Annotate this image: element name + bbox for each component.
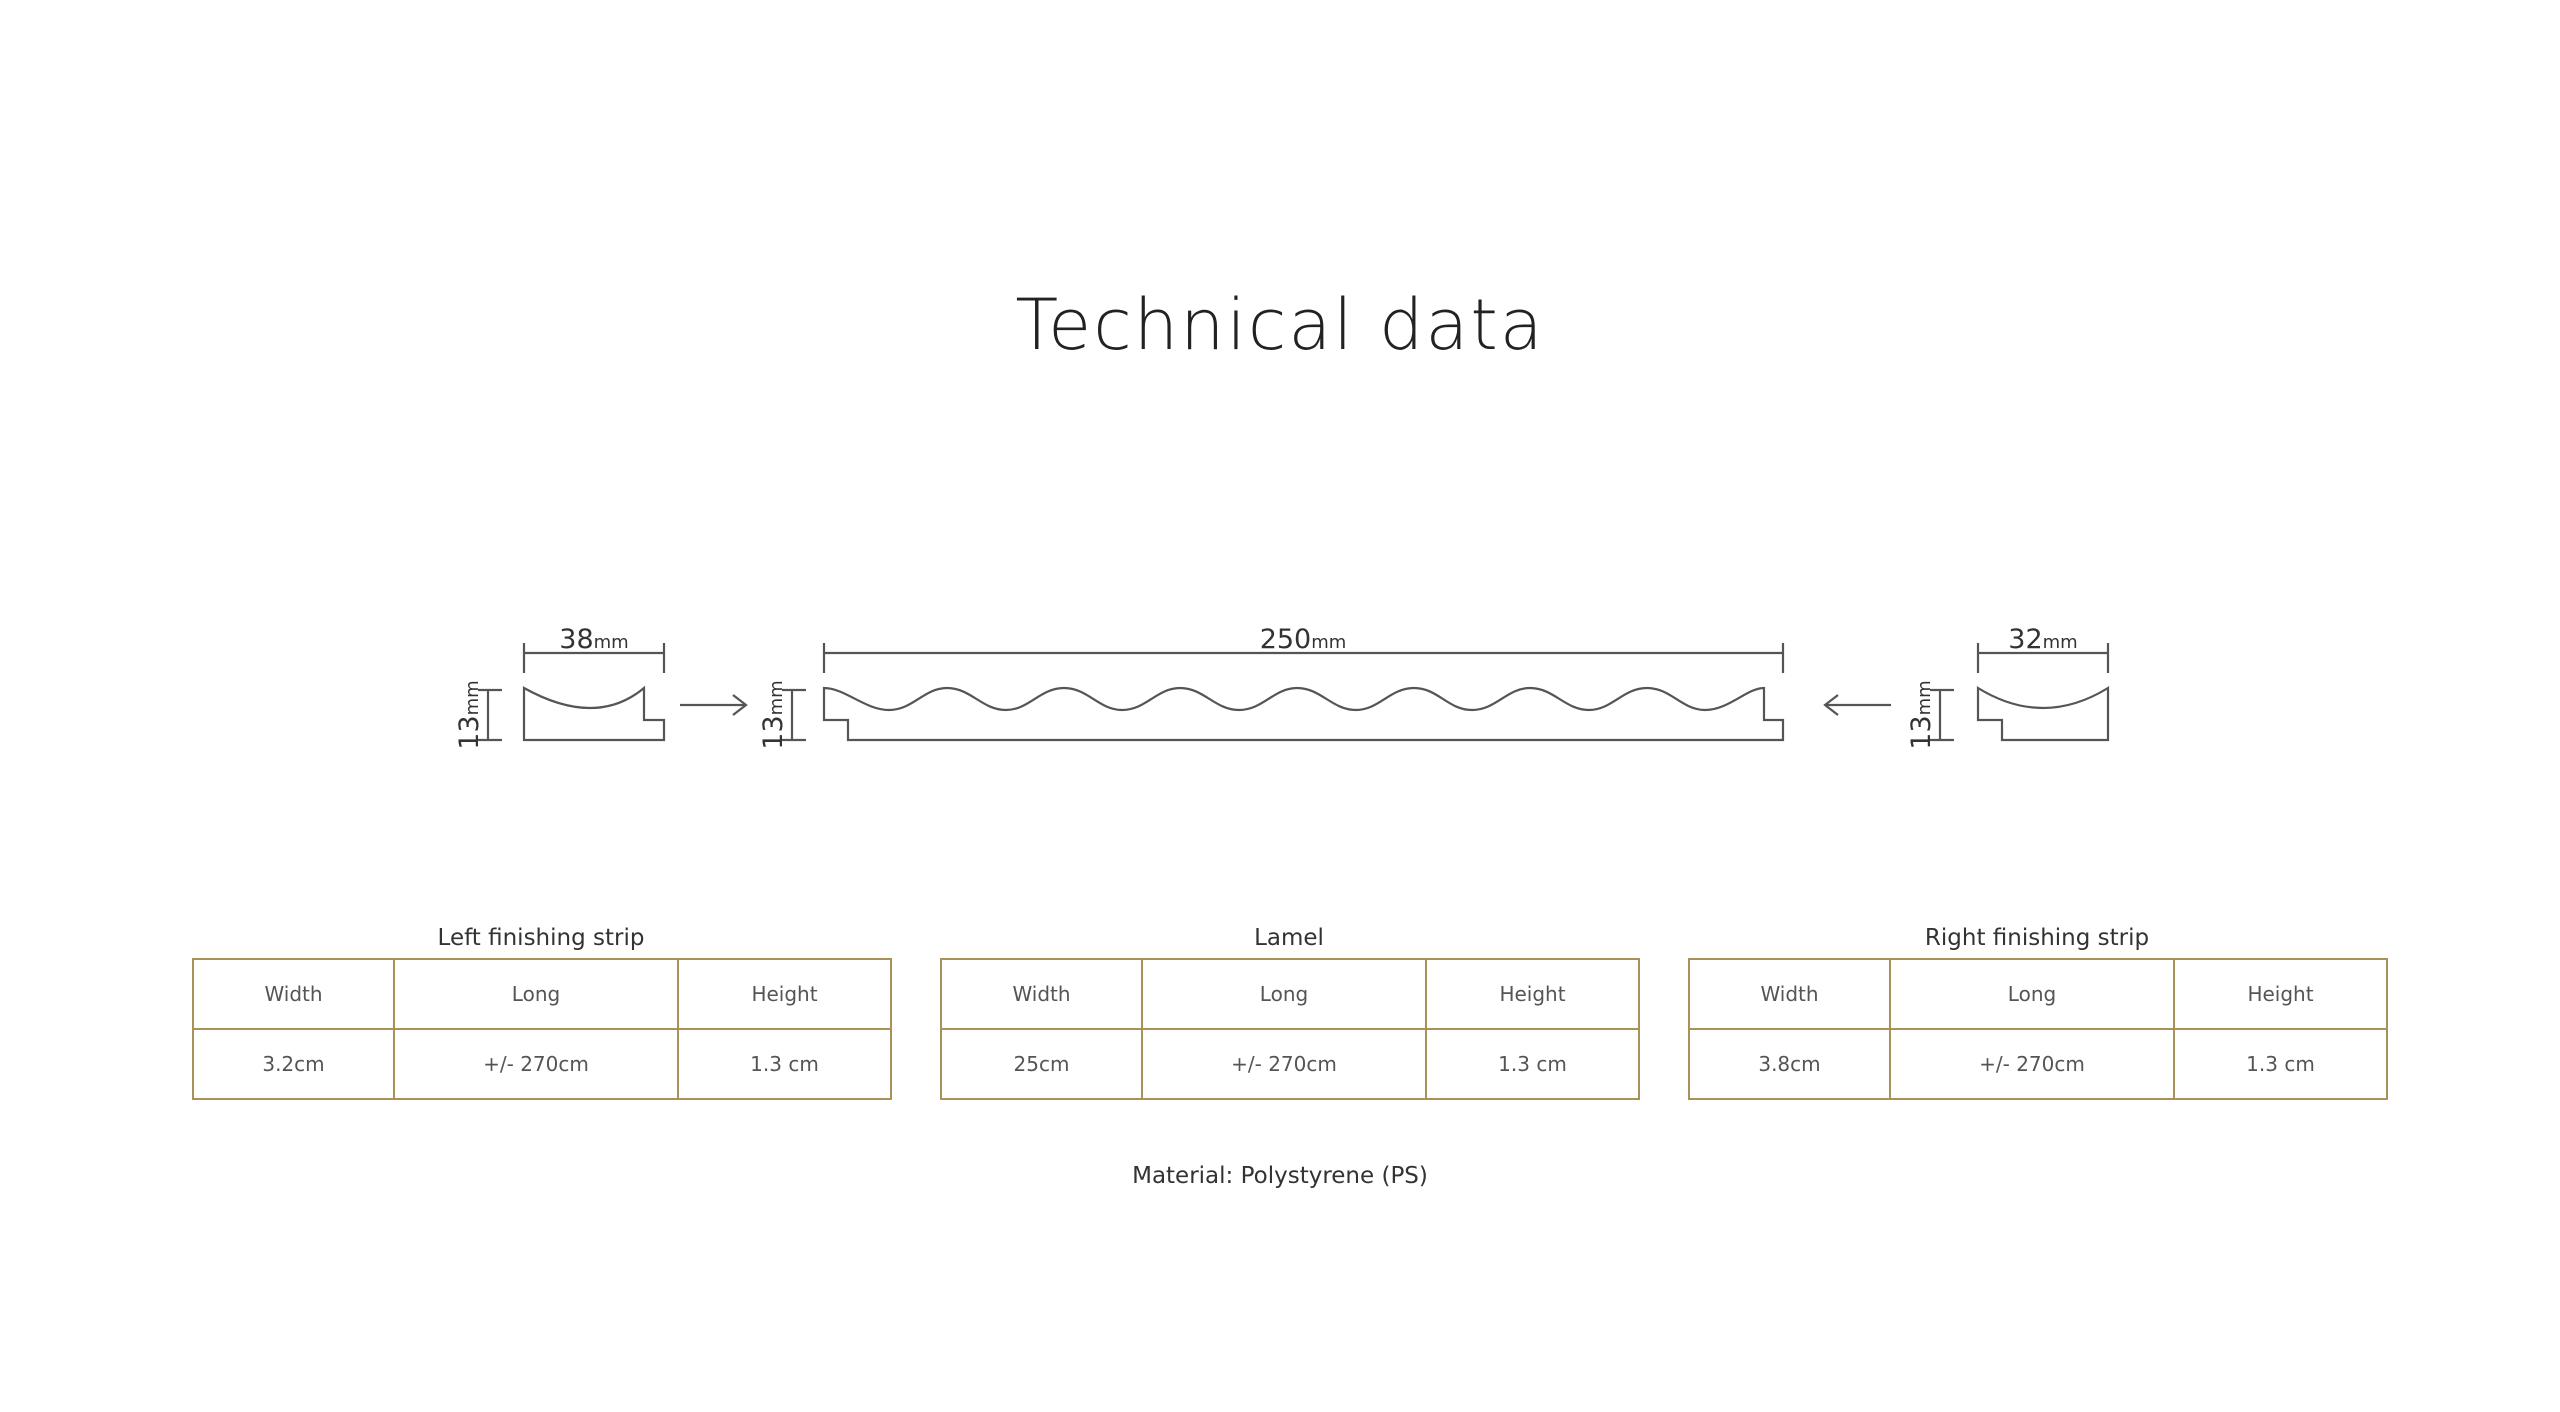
value-cell: 1.3 cm bbox=[1425, 1028, 1640, 1100]
value-cell: +/- 270cm bbox=[1889, 1028, 2175, 1100]
page-title: Technical data bbox=[1015, 284, 1545, 366]
header-cell: Height bbox=[2173, 958, 2388, 1030]
arrow-right-icon bbox=[680, 694, 748, 716]
table-header-row: Width Long Height bbox=[1688, 958, 2388, 1030]
left-height-label: 13mm bbox=[454, 680, 485, 749]
lamel-height-label: 13mm bbox=[758, 680, 789, 749]
right-finishing-strip-table-group: Right finishing strip Width Long Height … bbox=[1688, 918, 2388, 1100]
value-cell: +/- 270cm bbox=[393, 1028, 679, 1100]
left-width-label: 38mm bbox=[559, 624, 628, 655]
value-cell: +/- 270cm bbox=[1141, 1028, 1427, 1100]
table-title: Left finishing strip bbox=[437, 925, 645, 951]
table-row: 3.2cm +/- 270cm 1.3 cm bbox=[192, 1028, 892, 1100]
lamel-table-group: Lamel Width Long Height 25cm +/- 270cm 1… bbox=[940, 918, 1640, 1100]
left-finishing-strip-table-group: Left finishing strip Width Long Height 3… bbox=[192, 918, 892, 1100]
spec-table: Width Long Height 3.2cm +/- 270cm 1.3 cm bbox=[192, 958, 892, 1100]
header-cell: Long bbox=[393, 958, 679, 1030]
value-cell: 3.2cm bbox=[192, 1028, 395, 1100]
arrow-left-icon bbox=[1823, 694, 1891, 716]
table-row: 25cm +/- 270cm 1.3 cm bbox=[940, 1028, 1640, 1100]
header-cell: Long bbox=[1889, 958, 2175, 1030]
right-strip-profile bbox=[1976, 686, 2110, 742]
table-row: 3.8cm +/- 270cm 1.3 cm bbox=[1688, 1028, 2388, 1100]
table-title: Right finishing strip bbox=[1924, 925, 2150, 951]
profile-diagram: 38mm 13mm 250mm 13mm 32mm 13mm bbox=[454, 624, 2110, 750]
left-strip-profile bbox=[522, 685, 666, 742]
header-cell: Long bbox=[1141, 958, 1427, 1030]
spec-table: Width Long Height 3.8cm +/- 270cm 1.3 cm bbox=[1688, 958, 2388, 1100]
table-header-row: Width Long Height bbox=[940, 958, 1640, 1030]
value-cell: 1.3 cm bbox=[677, 1028, 892, 1100]
header-cell: Width bbox=[192, 958, 395, 1030]
material-note: Material: Polystyrene (PS) bbox=[1132, 1163, 1428, 1189]
table-header-row: Width Long Height bbox=[192, 958, 892, 1030]
spec-table: Width Long Height 25cm +/- 270cm 1.3 cm bbox=[940, 958, 1640, 1100]
value-cell: 25cm bbox=[940, 1028, 1143, 1100]
lamel-profile bbox=[822, 686, 1785, 742]
lamel-width-label: 250mm bbox=[1260, 624, 1347, 655]
header-cell: Width bbox=[940, 958, 1143, 1030]
value-cell: 1.3 cm bbox=[2173, 1028, 2388, 1100]
right-width-label: 32mm bbox=[2008, 624, 2077, 655]
right-height-label: 13mm bbox=[1906, 680, 1937, 749]
header-cell: Height bbox=[677, 958, 892, 1030]
header-cell: Height bbox=[1425, 958, 1640, 1030]
header-cell: Width bbox=[1688, 958, 1891, 1030]
value-cell: 3.8cm bbox=[1688, 1028, 1891, 1100]
table-title: Lamel bbox=[1254, 925, 1324, 951]
